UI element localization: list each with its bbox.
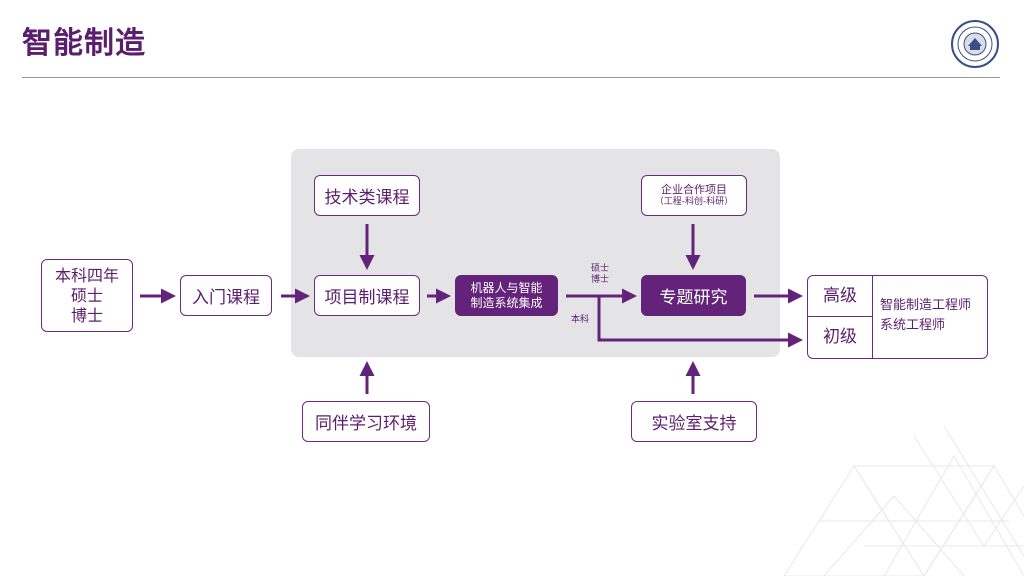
degree-undergrad-label: 本科四年: [54, 265, 119, 285]
lab-support-box: 实验室支持: [631, 401, 757, 442]
career-outcome-box: 高级 初级 智能制造工程师 系统工程师: [807, 275, 988, 359]
arrow-undergrad-to-junior: [597, 296, 803, 348]
master-phd-path-label: 硕士 博士: [591, 264, 609, 286]
robot-integration-line1: 机器人与智能: [470, 280, 543, 295]
title-divider: [22, 77, 1000, 78]
enterprise-project-line1: 企业合作项目: [661, 183, 727, 196]
phd-label: 博士: [591, 274, 610, 285]
peer-learning-box: 同伴学习环境: [302, 401, 430, 442]
page-title: 智能制造: [22, 26, 146, 61]
project-course-box: 项目制课程: [314, 275, 420, 316]
senior-level-cell: 高级: [808, 276, 873, 317]
enterprise-project-line2: （工程-科创-科研）: [654, 196, 734, 207]
university-seal-icon: [951, 20, 999, 68]
degree-phd-label: 博士: [70, 305, 103, 325]
tech-course-box: 技术类课程: [314, 175, 420, 216]
master-label: 硕士: [591, 264, 610, 274]
decorative-lattice: [783, 426, 1024, 576]
enterprise-project-box: 企业合作项目 （工程-科创-科研）: [641, 175, 747, 216]
robot-integration-line2: 制造系统集成: [470, 295, 543, 310]
undergrad-path-label: 本科: [571, 315, 590, 325]
intro-course-box: 入门课程: [180, 275, 272, 316]
role-intelligent-manufacturing-engineer: 智能制造工程师: [880, 298, 972, 313]
special-research-box: 专题研究: [641, 275, 746, 316]
robot-integration-box: 机器人与智能 制造系统集成: [455, 275, 558, 316]
degree-master-label: 硕士: [70, 285, 103, 305]
junior-level-cell: 初级: [808, 317, 873, 358]
engineer-roles: 智能制造工程师 系统工程师: [880, 296, 971, 336]
role-system-engineer: 系统工程师: [880, 318, 946, 333]
degree-levels-box: 本科四年 硕士 博士: [41, 259, 133, 332]
